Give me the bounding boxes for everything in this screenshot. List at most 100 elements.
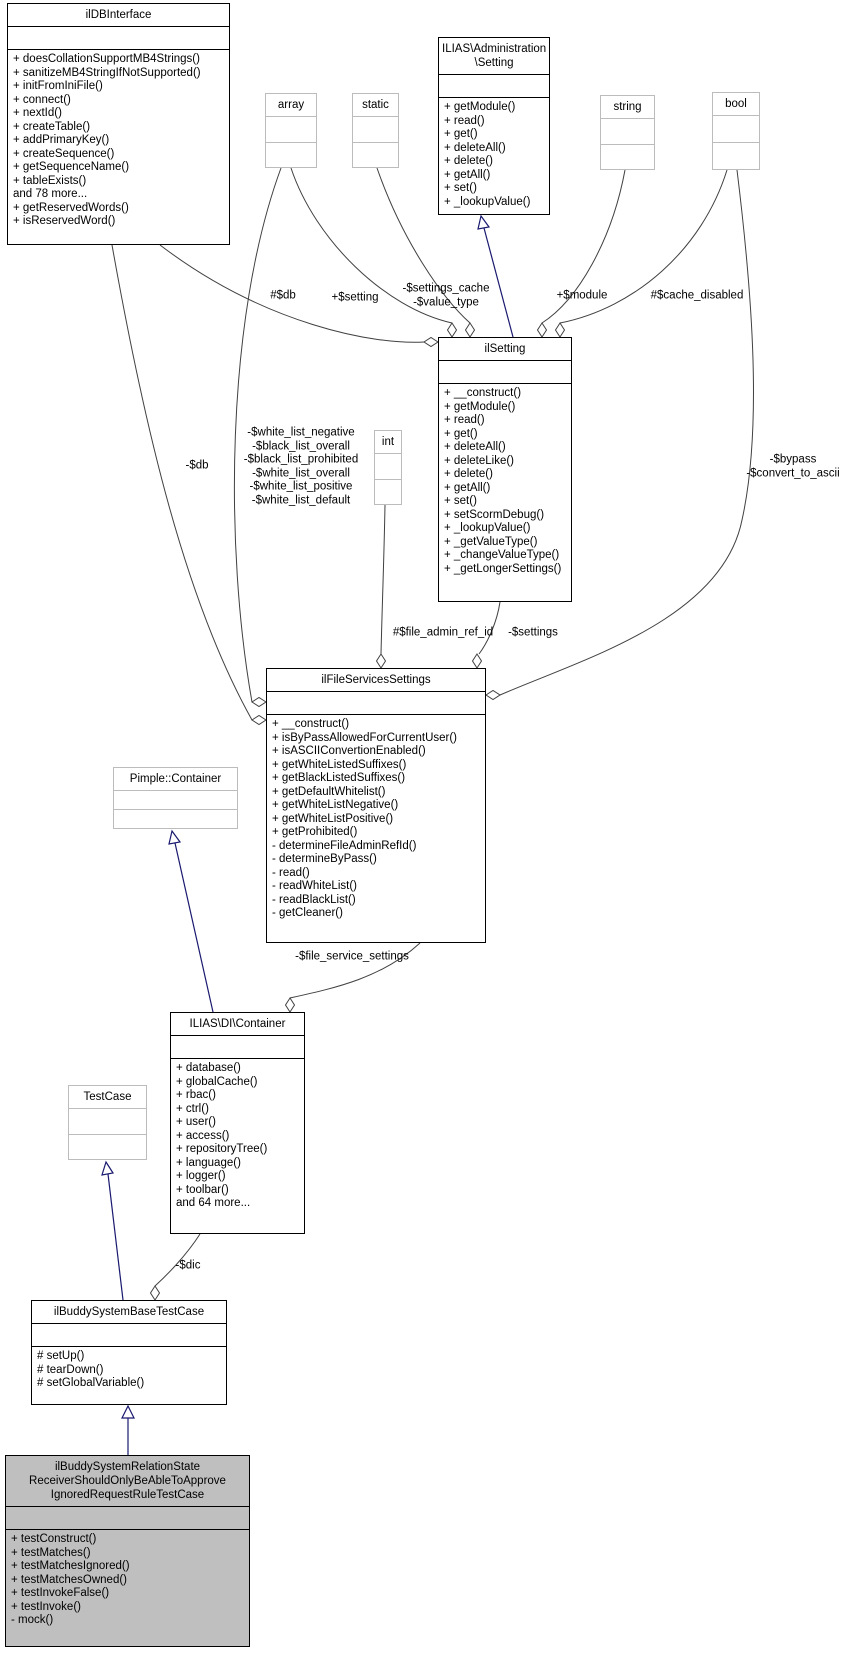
class-title: bool	[713, 93, 759, 116]
edge-label-white-lists: -$white_list_negative -$black_list_overa…	[243, 426, 359, 507]
class-attributes	[267, 692, 485, 715]
edge-label-file-admin-ref-id: #$file_admin_ref_id	[392, 626, 494, 639]
edge-int-to-fileservices	[380, 504, 386, 655]
edge-basetestcase-extends-testcase	[107, 1173, 124, 1301]
class-methods-empty	[114, 810, 237, 828]
class-title: ILIAS\DI\Container	[171, 1013, 304, 1036]
class-attributes	[266, 117, 316, 143]
aggregation-diamond-module	[536, 322, 548, 338]
edge-bool-to-fileservices	[499, 169, 754, 696]
class-methods-empty	[601, 145, 654, 170]
class-methods: + database() + globalCache() + rbac() + …	[176, 1062, 268, 1209]
class-attributes	[8, 27, 229, 50]
class-array[interactable]: array	[265, 93, 317, 168]
class-title: ilDBInterface	[8, 4, 229, 27]
edge-ilsetting-extends-adminsetting	[483, 227, 514, 338]
class-attributes	[601, 119, 654, 145]
class-title: ilBuddySystemRelationState ReceiverShoul…	[6, 1456, 249, 1507]
class-title: Pimple::Container	[114, 768, 237, 791]
class-attributes	[6, 1507, 249, 1530]
aggregation-diamond-file-service-settings	[284, 997, 296, 1013]
edge-dicontainer-extends-pimple	[174, 842, 214, 1013]
edge-ilsetting-to-fileservices	[478, 601, 501, 655]
class-ilias-administration-setting[interactable]: ILIAS\Administration \Setting + getModul…	[438, 37, 550, 215]
class-int[interactable]: int	[374, 430, 402, 505]
aggregation-diamond-db-fss	[251, 714, 267, 726]
edge-array-to-ilsetting	[290, 167, 453, 324]
class-methods: + __construct() + isByPassAllowedForCurr…	[272, 718, 458, 919]
edge-label-settings-cache: -$settings_cache -$value_type	[402, 282, 490, 309]
class-ilbuddysystemrelationstate-ruletestcase[interactable]: ilBuddySystemRelationState ReceiverShoul…	[5, 1455, 250, 1647]
aggregation-diamond-dic	[149, 1285, 161, 1301]
class-methods: + getModule() + read() + get() + deleteA…	[444, 101, 531, 208]
class-title: string	[601, 96, 654, 119]
class-string[interactable]: string	[600, 95, 655, 170]
class-ildbinterface[interactable]: ilDBInterface + doesCollationSupportMB4S…	[7, 3, 230, 245]
edge-string-to-ilsetting	[541, 169, 626, 324]
edge-array-to-fileservices	[233, 167, 282, 703]
inheritance-edges	[101, 214, 514, 1455]
class-methods-empty	[69, 1135, 146, 1160]
aggregation-diamond-bypass	[485, 689, 501, 701]
edge-label-file-service-settings: -$file_service_settings	[295, 950, 409, 963]
edge-static-to-ilsetting	[376, 167, 471, 324]
class-methods-empty	[266, 143, 316, 168]
class-attributes	[69, 1109, 146, 1135]
class-attributes	[171, 1036, 304, 1059]
class-title: ilSetting	[439, 338, 571, 361]
class-title: static	[353, 94, 398, 117]
edge-dbinterface-to-ilsetting	[159, 244, 425, 343]
edge-dbinterface-to-fileservices	[111, 244, 253, 721]
class-methods-empty	[353, 143, 398, 168]
inheritance-arrow-basetestcase	[121, 1404, 135, 1419]
class-methods: # setUp() # tearDown() # setGlobalVariab…	[37, 1350, 145, 1389]
edge-bool-to-ilsetting	[559, 169, 728, 324]
aggregation-diamond-setting-member	[446, 322, 458, 338]
aggregation-diamond-cache-disabled	[554, 322, 566, 338]
aggregation-diamond-db-setting	[423, 336, 439, 348]
edge-label-db-setting: #$db	[270, 289, 296, 302]
edge-label-module: +$module	[556, 289, 608, 302]
edge-label-settings: -$settings	[508, 626, 558, 639]
aggregation-diamond-settings-cache	[464, 322, 476, 338]
association-edges	[111, 167, 754, 1301]
edge-label-bypass: -$bypass -$convert_to_ascii	[746, 453, 840, 480]
inheritance-arrow-testcase	[101, 1160, 114, 1176]
class-pimple-container[interactable]: Pimple::Container	[113, 767, 238, 829]
class-title: ilFileServicesSettings	[267, 669, 485, 692]
class-attributes	[375, 454, 401, 480]
aggregation-diamond-white-lists	[251, 696, 267, 708]
aggregation-diamond-settings	[471, 653, 483, 669]
edge-dicontainer-to-basetestcase	[154, 1233, 201, 1287]
class-methods-empty	[713, 143, 759, 169]
class-static[interactable]: static	[352, 93, 399, 168]
edge-label-db-fss: -$db	[185, 459, 209, 472]
class-methods-empty	[375, 480, 401, 505]
edge-label-cache-disabled: #$cache_disabled	[650, 289, 744, 302]
class-methods: + doesCollationSupportMB4Strings() + san…	[13, 53, 201, 227]
class-ilsetting[interactable]: ilSetting + __construct() + getModule() …	[438, 337, 572, 602]
edge-label-setting: +$setting	[331, 291, 379, 304]
class-attributes	[439, 75, 549, 98]
class-ilias-di-container[interactable]: ILIAS\DI\Container + database() + global…	[170, 1012, 305, 1234]
class-ilbuddysystembasetestcase[interactable]: ilBuddySystemBaseTestCase # setUp() # te…	[31, 1300, 227, 1405]
inheritance-arrow-adminsetting	[477, 214, 491, 230]
class-testcase[interactable]: TestCase	[68, 1085, 147, 1160]
class-attributes	[32, 1324, 226, 1347]
class-title: TestCase	[69, 1086, 146, 1109]
class-ilfileservicessettings[interactable]: ilFileServicesSettings + __construct() +…	[266, 668, 486, 943]
class-attributes	[353, 117, 398, 143]
inheritance-arrow-pimple	[168, 829, 182, 845]
class-bool[interactable]: bool	[712, 92, 760, 170]
class-title: ilBuddySystemBaseTestCase	[32, 1301, 226, 1324]
edge-label-dic: -$dic	[175, 1259, 201, 1272]
class-title: ILIAS\Administration \Setting	[439, 38, 549, 75]
class-methods: + testConstruct() + testMatches() + test…	[11, 1533, 130, 1626]
class-attributes	[439, 361, 571, 384]
edge-fileservices-to-dicontainer	[289, 942, 421, 999]
class-title: array	[266, 94, 316, 117]
class-title: int	[375, 431, 401, 454]
class-attributes	[114, 791, 237, 810]
